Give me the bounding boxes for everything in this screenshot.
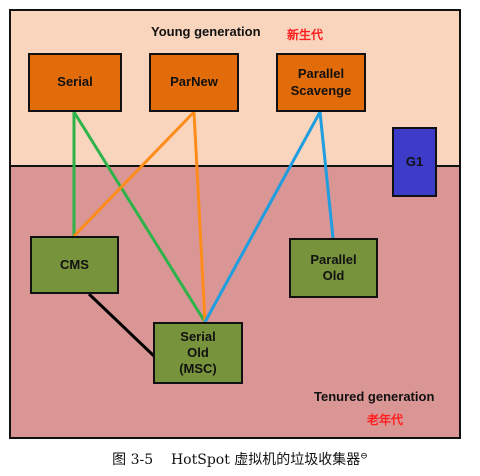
figure-caption-label: 图 3-5 [112, 452, 154, 468]
collector-cms: CMS [30, 236, 119, 294]
collector-g1: G1 [392, 127, 437, 197]
tenured-generation-region: Tenured generation 老年代 [11, 167, 459, 437]
collector-serial-old: Serial Old (MSC) [153, 322, 243, 384]
collector-parnew: ParNew [149, 53, 239, 112]
tenured-generation-title-cn: 老年代 [367, 413, 404, 427]
tenured-generation-title: Tenured generation [314, 389, 435, 404]
young-generation-title: Young generation [151, 24, 261, 39]
footnote-mark: ⊖ [360, 451, 368, 462]
figure-caption-text: HotSpot 虚拟机的垃圾收集器 [170, 452, 361, 468]
young-generation-title-cn: 新生代 [287, 28, 324, 42]
collector-parallel-scavenge: Parallel Scavenge [276, 53, 366, 112]
collector-serial: Serial [28, 53, 122, 112]
figure-caption: 图 3-5 HotSpot 虚拟机的垃圾收集器⊖ [0, 449, 480, 469]
collector-parallel-old: Parallel Old [289, 238, 378, 298]
